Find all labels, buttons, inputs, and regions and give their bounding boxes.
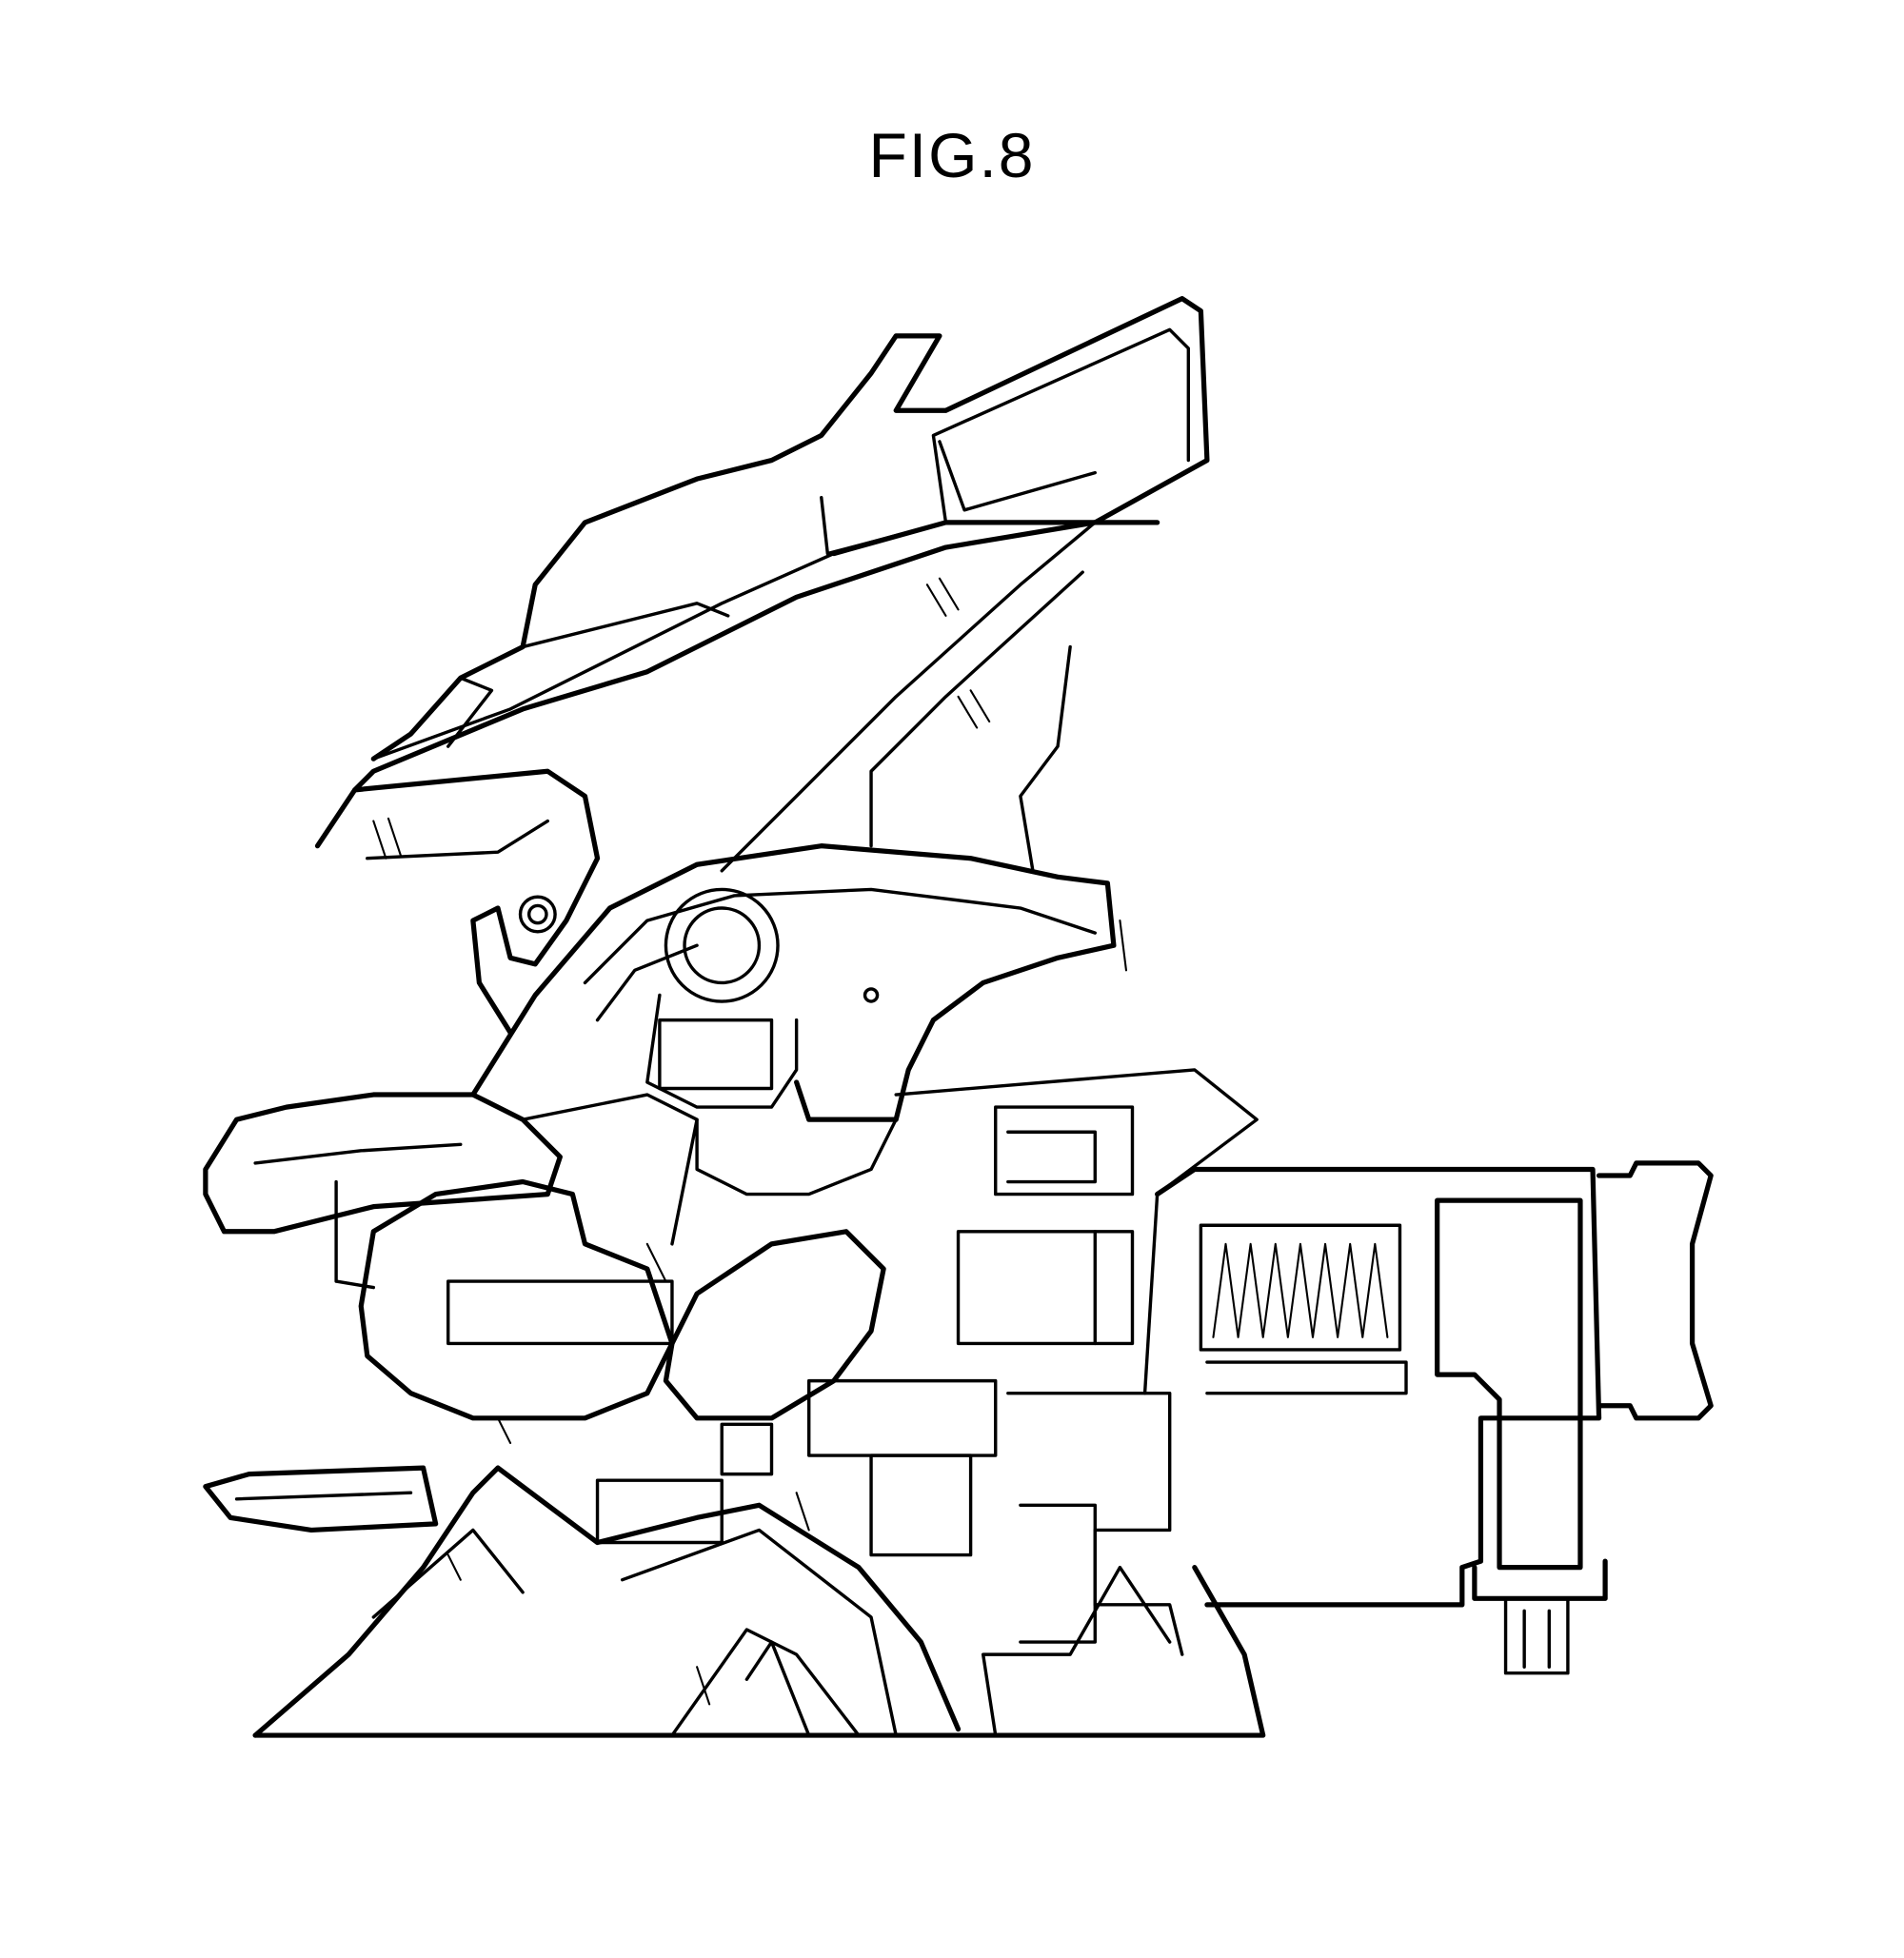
left-arms <box>203 1092 563 1533</box>
shading-hatches <box>372 577 1128 1706</box>
shoulder-mass <box>358 1093 898 1421</box>
spring-housing <box>1155 1166 1602 1608</box>
figure-title: FIG.8 <box>868 120 1036 190</box>
left-head <box>314 768 601 1036</box>
upper-blade <box>352 296 1210 873</box>
handle <box>1435 1160 1714 1675</box>
crescent-head <box>470 843 1117 1122</box>
center-mechanism <box>595 1068 1259 1656</box>
base <box>252 1465 1266 1738</box>
